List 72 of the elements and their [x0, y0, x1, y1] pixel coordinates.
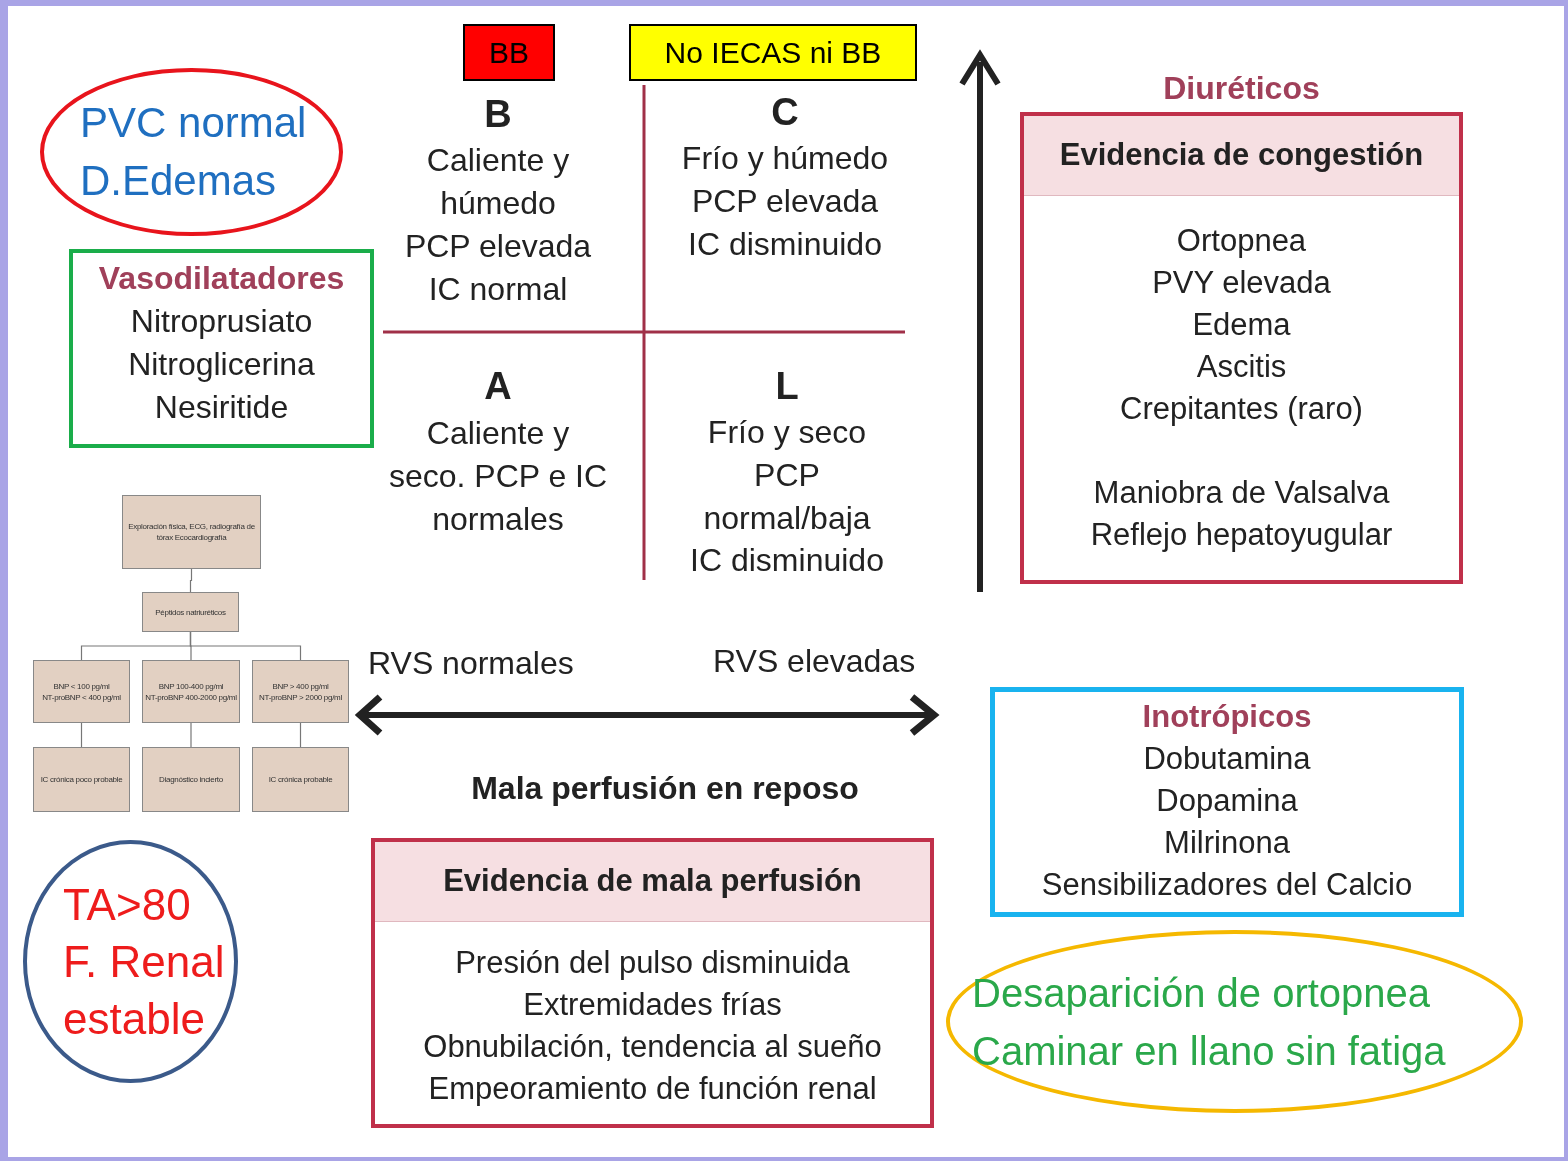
- process-box: BNP 100-400 pg/ml NT-proBNP 400-2000 pg/ml: [142, 660, 240, 723]
- quadrant-letter: C: [771, 90, 799, 134]
- drug-name: Nesiritide: [154, 388, 289, 427]
- process-box: Péptidos natriuréticos: [142, 592, 239, 632]
- connector-line: [189, 568, 193, 593]
- quadrant-text: Frío y húmedo: [681, 139, 889, 178]
- process-box: IC crónica poco probable: [33, 747, 130, 812]
- box-heading: Vasodilatadores: [98, 259, 345, 298]
- symptom-text: Obnubilación, tendencia al sueño: [423, 1028, 882, 1066]
- box-heading: Evidencia de congestión: [1059, 136, 1424, 175]
- quadrant-text: Caliente y: [426, 141, 570, 180]
- drug-box: [69, 249, 374, 448]
- symptom-text: Ortopnea: [1176, 222, 1307, 260]
- quadrant-text: Caliente y: [426, 414, 570, 453]
- symptom-text: Extremidades frías: [523, 986, 782, 1024]
- symptom-text: Empeoramiento de función renal: [428, 1070, 877, 1108]
- drug-name: Dopamina: [1156, 782, 1298, 820]
- connector-line: [80, 722, 83, 748]
- box-heading: Evidencia de mala perfusión: [443, 862, 862, 901]
- symptom-text: Presión del pulso disminuida: [455, 944, 850, 982]
- process-box: Exploración física, ECG, radiografía de tórax Ecocardiografía: [122, 495, 261, 569]
- symptom-text: Crepitantes (raro): [1120, 390, 1363, 428]
- symptom-text: Reflejo hepatoyugular: [1090, 516, 1393, 554]
- box-heading: Diuréticos: [1162, 69, 1321, 108]
- quadrant-letter: A: [484, 364, 512, 408]
- quadrant-text: húmedo: [440, 184, 556, 223]
- note-text: Caminar en llano sin fatiga: [972, 1027, 1446, 1075]
- process-box: IC crónica probable: [252, 747, 349, 812]
- process-box: Diagnóstico incierto: [142, 747, 240, 812]
- quadrant-text: PCP elevada: [691, 182, 879, 221]
- drug-name: Nitroprusiato: [130, 302, 313, 341]
- note-text: D.Edemas: [80, 156, 277, 206]
- quadrant-text: PCP elevada: [404, 227, 592, 266]
- axis-title: Mala perfusión en reposo: [471, 769, 859, 808]
- box-heading: Inotrópicos: [1142, 698, 1312, 736]
- quadrant-text: Frío y seco: [707, 413, 867, 452]
- ellipse-outline: [40, 68, 343, 236]
- axis-label: RVS normales: [368, 644, 574, 683]
- drug-name: Dobutamina: [1143, 740, 1311, 778]
- quadrant-text: IC disminuido: [690, 541, 884, 580]
- note-text: TA>80: [63, 879, 191, 931]
- quadrant-text: IC normal: [428, 270, 568, 309]
- note-text: F. Renal: [63, 936, 225, 988]
- symptom-text: PVY elevada: [1152, 264, 1331, 302]
- quadrant-letter: B: [484, 92, 512, 136]
- drug-name: Milrinona: [1164, 824, 1290, 862]
- drug-name: Nitroglicerina: [128, 345, 315, 384]
- connector-line: [190, 722, 192, 748]
- tag-box: No IECAS ni BB: [629, 24, 917, 81]
- connector-line: [189, 631, 302, 661]
- process-box: BNP > 400 pg/ml NT-proBNP > 2000 pg/ml: [252, 660, 349, 723]
- quadrant-letter: L: [775, 364, 799, 408]
- evidence-box: [371, 838, 934, 1128]
- drug-name: Sensibilizadores del Calcio: [1041, 866, 1413, 904]
- quadrant-text: IC disminuido: [688, 225, 882, 264]
- symptom-text: Maniobra de Valsalva: [1093, 474, 1390, 512]
- quadrant-text: PCP: [754, 456, 820, 495]
- drug-box: [990, 687, 1464, 917]
- symptom-text: Ascitis: [1196, 348, 1287, 386]
- process-box: BNP < 100 pg/ml NT-proBNP < 400 pg/ml: [33, 660, 130, 723]
- tag-box: BB: [463, 24, 555, 81]
- connector-line: [299, 722, 302, 748]
- symptom-text: Edema: [1192, 306, 1291, 344]
- note-text: Desaparición de ortopnea: [972, 969, 1431, 1017]
- axis-label: RVS elevadas: [713, 642, 916, 681]
- ellipse-outline: [946, 930, 1523, 1113]
- circle-outline: [23, 840, 238, 1083]
- quadrant-text: seco. PCP e IC: [388, 457, 608, 496]
- quadrant-text: normales: [432, 500, 564, 539]
- quadrant-text: normal/baja: [703, 499, 871, 538]
- note-text: PVC normal: [80, 98, 307, 148]
- note-text: estable: [63, 993, 205, 1045]
